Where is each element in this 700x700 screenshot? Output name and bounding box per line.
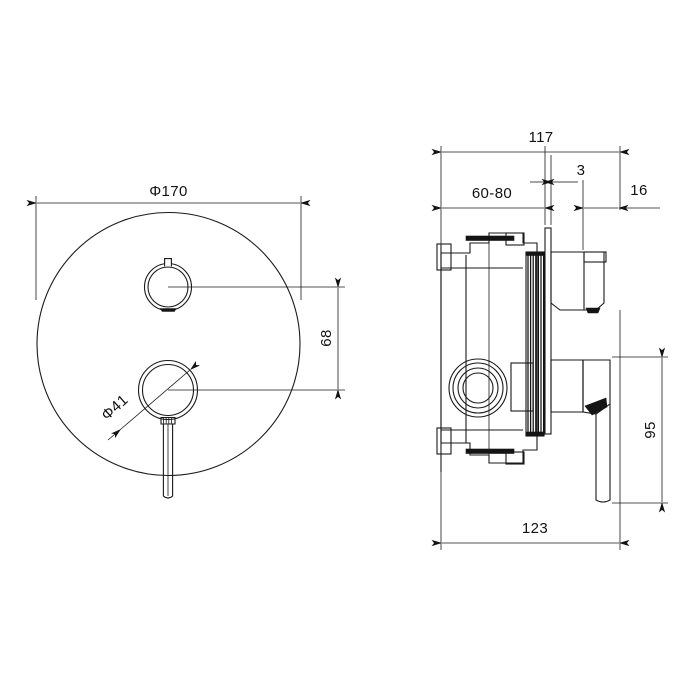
- dim-leader-41-tail: [107, 428, 122, 441]
- outlet-ring-3: [457, 367, 499, 409]
- outlet-ring-2: [452, 362, 504, 414]
- knob-collar-side: [583, 251, 607, 263]
- knob-base-foot: [159, 308, 177, 312]
- dim-label-16: 16: [630, 182, 648, 199]
- outlet-port-rings: [448, 358, 508, 418]
- tab-lower-right: [505, 451, 525, 465]
- diverter-knob-upper[interactable]: [143, 258, 193, 312]
- threaded-sleeve-hatch: [525, 251, 545, 437]
- dim-label-dia170: Φ170: [149, 183, 188, 200]
- body-top-cap: [465, 235, 515, 241]
- front-elevation-view: Φ170 Φ41 68: [26, 183, 345, 499]
- port-upper-left: [436, 243, 452, 271]
- dim-label-dia41: Φ41: [98, 391, 132, 424]
- dim-label-117-value: 117: [528, 129, 553, 146]
- lever-shaft: [162, 424, 174, 499]
- lever-handle-side[interactable]: [550, 359, 611, 503]
- port-lower-left: [436, 427, 452, 455]
- dim-label-123: 123: [522, 520, 548, 537]
- lever-bend-shade: [584, 397, 608, 416]
- dim-label-68: 68: [318, 329, 335, 347]
- dim-line-41: [111, 360, 200, 439]
- handle-collar: [160, 416, 176, 425]
- sleeve-cap-top: [525, 251, 545, 256]
- knob-tip-side: [585, 307, 601, 314]
- diverter-knob-side[interactable]: [550, 251, 607, 314]
- outlet-ring-4: [462, 372, 494, 404]
- escutcheon-plate-outline: [36, 211, 301, 477]
- dim-label-3: 3: [577, 162, 586, 179]
- sleeve-cap-bottom: [525, 431, 545, 436]
- knob-body-side: [550, 251, 605, 311]
- outlet-ring-1: [448, 358, 508, 418]
- outlet-side-block: [510, 362, 534, 412]
- control-handle-lower[interactable]: [137, 359, 199, 499]
- cover-plate-section: [544, 227, 552, 435]
- dim-label-95: 95: [642, 421, 659, 439]
- tab-upper-right: [505, 232, 525, 246]
- knob-index-tab: [164, 258, 172, 267]
- lever-arm-side: [595, 404, 611, 503]
- lever-hub-side: [550, 359, 584, 413]
- body-bottom-cap: [465, 448, 515, 454]
- side-section-view: 117 3 60-80 16: [431, 129, 668, 550]
- dim-label-60-80: 60-80: [472, 185, 512, 202]
